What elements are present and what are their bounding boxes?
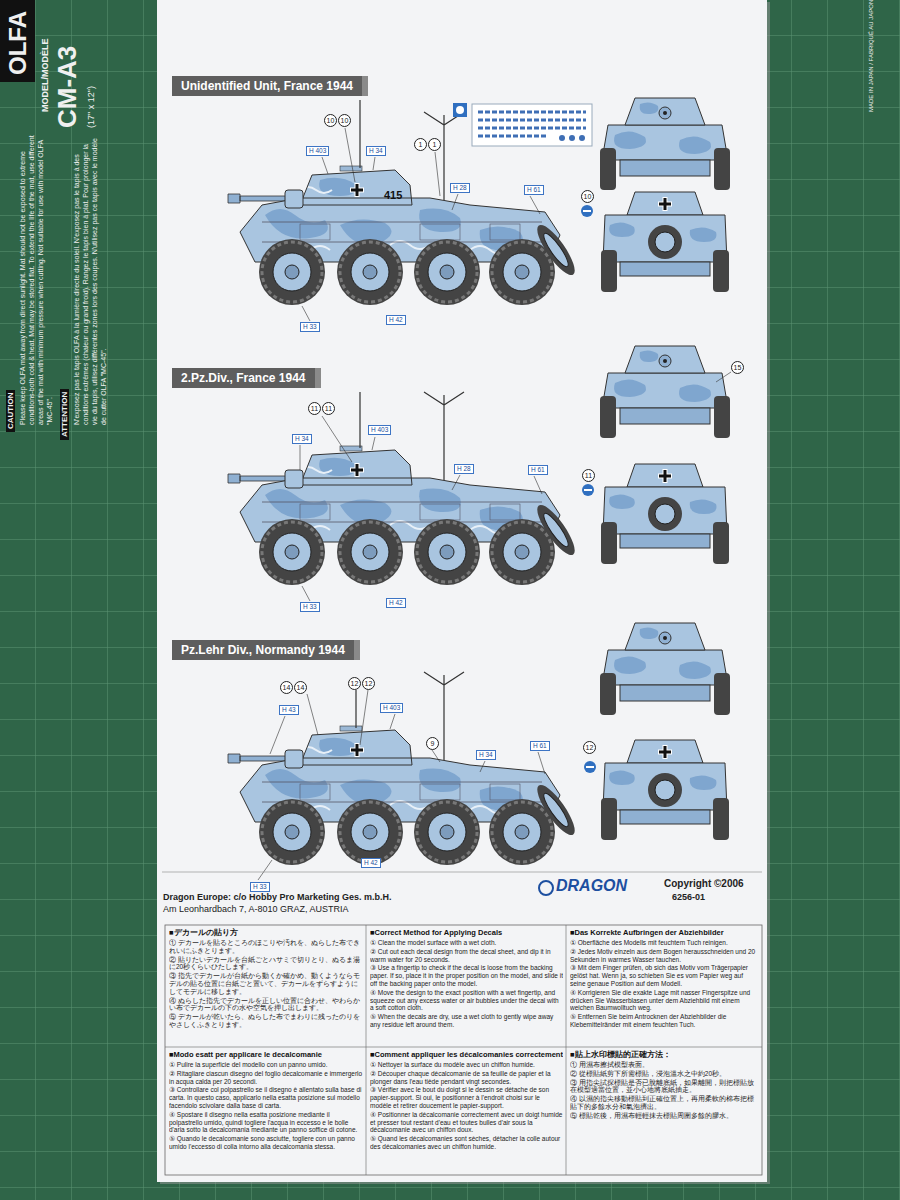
paint-code: H 42 — [361, 858, 381, 868]
instruction-step: ② 從標貼紙剪下所需標貼，浸泡溫水之中約20秒。 — [570, 1070, 759, 1078]
instruction-step: ① Nettoyer la surface du modèle avec un … — [370, 1061, 563, 1069]
paint-code: H 28 — [450, 183, 470, 193]
paint-code: H 28 — [454, 464, 474, 474]
callout-number: 14 — [280, 681, 293, 694]
printed-text: Dragon Europe: c/o Hobby Pro Marketing G… — [163, 892, 392, 902]
instruction-step: ⑤ Entfernen Sie beim Antrocknen der Abzi… — [570, 1013, 759, 1029]
instruction-step: ⑤ 標貼乾後，用濕布輕輕抹去標貼周圍多餘的膠水。 — [570, 1112, 759, 1120]
instruction-step: ⑤ When the decals are dry, use a wet clo… — [370, 1013, 563, 1029]
callout-number: 1 — [428, 138, 441, 151]
instruction-column: ■Comment appliquer les décalcomanies cor… — [370, 1050, 563, 1173]
printed-text: DRAGON — [556, 877, 627, 895]
instruction-step: ① デカールを貼るところのほこりや汚れを、ぬらした布できれいにふきとります。 — [169, 939, 363, 955]
mat-print: MODEL/MODÈLE — [40, 39, 50, 113]
instruction-heading: ■Das Korrekte Aufbringen der Abziehbilde… — [570, 928, 759, 937]
vehicle-number: 415 — [384, 189, 402, 201]
instruction-step: ② Cut out each decal design from the dec… — [370, 948, 563, 964]
callout-number: 11 — [308, 402, 321, 415]
paint-code: H 33 — [250, 882, 270, 892]
paint-code: H 403 — [368, 425, 391, 435]
instruction-step: ② Jedes Motiv einzeln aus dem Bogen hera… — [570, 948, 759, 964]
band-title: Pz.Lehr Div., Normandy 1944 — [181, 643, 345, 657]
paint-code: H 403 — [306, 146, 329, 156]
instruction-step: ④ 以濕的指尖移動標貼到正確位置上，再用柔軟的棉布把標貼下的多餘水分和氣泡擠出。 — [570, 1095, 759, 1111]
instruction-step: ③ Controllare col polpastrello se il dis… — [169, 1086, 363, 1109]
printed-text: Copyright ©2006 — [664, 878, 744, 889]
instruction-step: ④ Positionner la décalcomanie correcteme… — [370, 1111, 563, 1134]
title-band: Unidentified Unit, France 1944 — [172, 76, 368, 96]
callout-number: 15 — [731, 361, 744, 374]
band-title: 2.Pz.Div., France 1944 — [181, 371, 306, 385]
instruction-step: ④ ぬらした指先でデカールを正しい位置に合わせ、やわらかい布でデカールの下の水や… — [169, 997, 363, 1013]
printed-text: 6256-01 — [672, 892, 705, 902]
callout-number: 12 — [362, 677, 375, 690]
instruction-step: ② Découper chaque décalcomanie de sa feu… — [370, 1070, 563, 1086]
paint-code: H 61 — [524, 185, 544, 195]
mat-print: N'exposez pas le tapis OLFA à la lumière… — [72, 135, 108, 425]
instruction-step: ② Ritagliare ciascun disegno del foglio … — [169, 1070, 363, 1086]
instruction-step: ④ Korrigieren Sie die exakte Lage mit na… — [570, 989, 759, 1012]
instruction-step: ③ Use a fingertip to check if the decal … — [370, 964, 563, 987]
instruction-step: ③ 用指尖試探標貼是否已脫離底紙，如果離開，則把標貼放在模型適當位置，並小心地將… — [570, 1079, 759, 1095]
instruction-step: ④ Move the design to the exact position … — [370, 989, 563, 1012]
paint-code: H 61 — [530, 741, 550, 751]
instruction-step: ② 貼りたいデカールを台紙ごとハサミで切りとり、ぬるま湯に20秒くらいひたします… — [169, 956, 363, 972]
instruction-step: ① Pulire la superficie del modello con u… — [169, 1061, 363, 1069]
instruction-column: ■貼上水印標貼的正確方法： ① 用濕布擦拭模型表面。② 從標貼紙剪下所需標貼，浸泡… — [570, 1050, 759, 1173]
callout-number: 11 — [582, 469, 595, 482]
instruction-step: ③ Mit dem Finger prüfen, ob sich das Mot… — [570, 964, 759, 987]
mat-print: ATTENTION — [60, 389, 69, 440]
paint-code: H 42 — [386, 315, 406, 325]
paint-code: H 33 — [300, 602, 320, 612]
instruction-step: ③ Vérifier avec le bout du doigt si le d… — [370, 1086, 563, 1109]
instruction-step: ⑤ Quando le decalcomanie sono asciutte, … — [169, 1135, 363, 1151]
band-title: Unidentified Unit, France 1944 — [181, 79, 353, 93]
instruction-step: ① Clean the model surface with a wet clo… — [370, 939, 563, 947]
callout-number: 14 — [294, 681, 307, 694]
instruction-step: ④ Spostare il disegno nella esatta posiz… — [169, 1111, 363, 1134]
title-band: Pz.Lehr Div., Normandy 1944 — [172, 640, 360, 660]
callout-number: 1 — [414, 138, 427, 151]
paint-code: H 42 — [386, 598, 406, 608]
mat-print: Please keep OLFA mat away from direct su… — [18, 135, 54, 425]
paint-code: H 33 — [300, 322, 320, 332]
instruction-column: ■Das Korrekte Aufbringen der Abziehbilde… — [570, 928, 759, 1045]
mat-print: CAUTION — [6, 390, 15, 432]
paint-code: H 403 — [380, 703, 403, 713]
instruction-heading: ■デカールの貼り方 — [169, 928, 363, 937]
instruction-column: ■Correct Method for Applying Decals ① Cle… — [370, 928, 563, 1045]
paint-code: H 43 — [279, 705, 299, 715]
instruction-heading: ■Modo esatt per applicare le decalcomani… — [169, 1050, 363, 1059]
paint-code: H 61 — [528, 465, 548, 475]
callout-number: 10 — [338, 114, 351, 127]
mat-print: (17" x 12") — [86, 86, 96, 128]
paint-code: H 34 — [292, 434, 312, 444]
callout-number: 11 — [322, 402, 335, 415]
instruction-heading: ■Correct Method for Applying Decals — [370, 928, 563, 937]
instruction-column: ■Modo esatt per applicare le decalcomani… — [169, 1050, 363, 1173]
mat-print: MADE IN JAPAN / FABRIQUÉ AU JAPON — [868, 0, 874, 112]
title-band: 2.Pz.Div., France 1944 — [172, 368, 321, 388]
callout-number: 10 — [581, 190, 594, 203]
callout-number: 12 — [583, 741, 596, 754]
paint-code: H 34 — [476, 750, 496, 760]
paint-code: H 34 — [366, 146, 386, 156]
instruction-column: ■デカールの貼り方 ① デカールを貼るところのほこりや汚れを、ぬらした布できれいに… — [169, 928, 363, 1045]
instruction-step: ① Oberfläche des Modells mit feuchtem Tu… — [570, 939, 759, 947]
instruction-heading: ■Comment appliquer les décalcomanies cor… — [370, 1050, 563, 1059]
callout-number: 10 — [324, 114, 337, 127]
mat-print: OLFA — [4, 11, 32, 75]
instruction-step: ③ 指先でデカールが台紙から動くか確かめ、動くようならモデルの貼る位置に台紙ごと… — [169, 972, 363, 995]
instruction-heading: ■貼上水印標貼的正確方法： — [570, 1050, 759, 1059]
instruction-step: ⑤ Quand les décalcomanies sont sèches, d… — [370, 1135, 563, 1151]
callout-number: 9 — [426, 737, 439, 750]
instruction-step: ⑤ デカールが乾いたら、ぬらした布でまわりに残ったのりをやさしくふきとります。 — [169, 1013, 363, 1029]
callout-number: 12 — [348, 677, 361, 690]
printed-text: Am Leonhardbach 7, A-8010 GRAZ, AUSTRIA — [163, 904, 349, 914]
mat-print: CM-A3 — [52, 46, 83, 128]
instruction-step: ① 用濕布擦拭模型表面。 — [570, 1061, 759, 1069]
